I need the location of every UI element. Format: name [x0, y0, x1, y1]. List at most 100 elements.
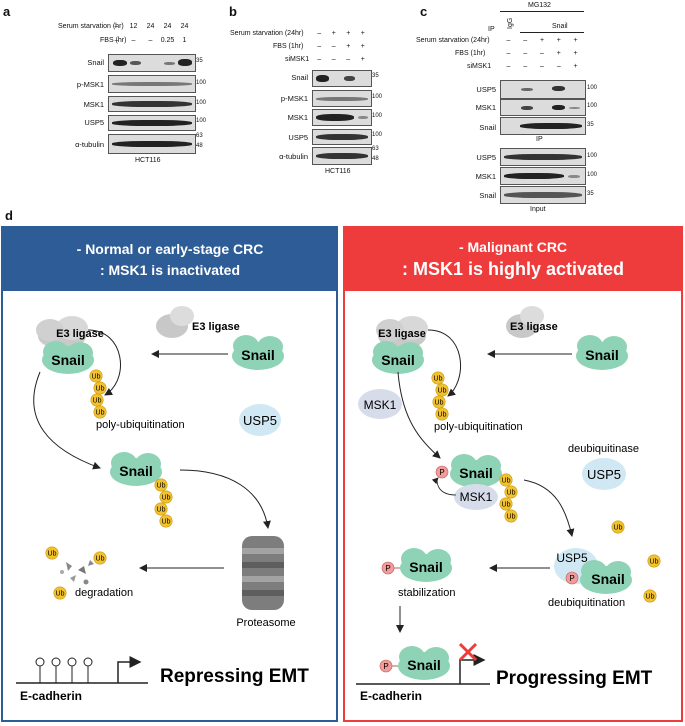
block-x-icon — [458, 642, 478, 662]
right-snail-bound: Snail — [372, 341, 424, 374]
a-msk1-blot — [108, 96, 196, 112]
svg-text:P: P — [569, 574, 574, 583]
svg-text:Ub: Ub — [157, 507, 166, 514]
a-header-value: – — [131, 37, 136, 44]
b-msk1-label: MSK1 — [287, 113, 308, 122]
c-ip-label: IP — [488, 26, 495, 33]
usp5-snail-complex: USP5 Snail P — [554, 548, 632, 594]
b-snail-blot — [312, 70, 372, 87]
a-header-value: 12 — [129, 23, 138, 30]
c-ip-msk1-blot — [500, 99, 586, 116]
b-header-value: + — [346, 43, 351, 50]
c-ip-msk1-label: MSK1 — [475, 103, 496, 112]
right-snail-promoter-label: Snail — [407, 657, 440, 673]
c-header-value: + — [556, 50, 561, 57]
svg-text:Ub: Ub — [507, 514, 516, 521]
svg-text:Ub: Ub — [56, 591, 65, 598]
a-tubulin-blot — [108, 134, 196, 154]
right-snail-usp5-label: Snail — [591, 571, 624, 587]
snail-bound: Snail — [42, 341, 94, 374]
b-header-value: – — [331, 43, 336, 50]
svg-text:Ub: Ub — [438, 388, 447, 395]
b-header-value: – — [317, 56, 322, 63]
left-e3-free-label: E3 ligase — [192, 321, 240, 333]
svg-text:P: P — [383, 662, 388, 671]
c-ip-snail-label: Snail — [479, 123, 496, 132]
snail-stabilized: Snail P stabilization — [381, 548, 455, 599]
b-fbs-label: FBS (1hr) — [273, 43, 304, 50]
c-marker: 35 — [587, 191, 594, 197]
panel-label-b: b — [229, 4, 237, 19]
left-proteasome-label: Proteasome — [236, 617, 295, 629]
right-gene-label: E-cadherin — [360, 689, 422, 703]
b-header-value: – — [346, 56, 351, 63]
a-header-value: 0.25 — [160, 37, 175, 44]
left-box: - Normal or early-stage CRC : MSK1 is in… — [1, 226, 338, 722]
svg-text:Ub: Ub — [502, 478, 511, 485]
right-poly-ub: poly-ubiquitination — [434, 421, 523, 433]
c-header-value: + — [556, 37, 561, 44]
b-marker: 35 — [372, 73, 379, 79]
a-header-value: 24 — [146, 23, 155, 30]
left-usp5-label: USP5 — [243, 413, 277, 428]
left-ub-chain-2: Ub Ub Ub Ub — [154, 478, 173, 528]
b-marker: 100 — [372, 113, 383, 119]
left-usp5: USP5 — [239, 404, 281, 436]
c-header-value: – — [523, 63, 528, 70]
svg-text:Ub: Ub — [162, 519, 171, 526]
a-marker: 48 — [196, 143, 203, 149]
c-marker: 100 — [587, 103, 598, 109]
c-simsk1-label: siMSK1 — [467, 63, 492, 70]
snail-msk1-complex: Snail MSK1 P — [431, 454, 502, 510]
b-header-value: + — [346, 30, 351, 37]
svg-text:Ub: Ub — [435, 400, 444, 407]
b-usp5-blot — [312, 129, 372, 145]
proteasome-icon: Proteasome — [236, 536, 296, 629]
svg-text:Ub: Ub — [434, 376, 443, 383]
a-tubulin-label: α-tubulin — [75, 140, 104, 149]
right-usp5-bound-label: USP5 — [556, 551, 588, 565]
snail-mid: Snail — [110, 452, 162, 486]
svg-text:Ub: Ub — [646, 594, 655, 601]
c-header-value: + — [539, 37, 545, 44]
a-cell-line: HCT116 — [135, 157, 161, 164]
a-snail-blot — [108, 54, 196, 72]
c-in-snail-blot — [500, 186, 586, 204]
a-msk1-label: MSK1 — [83, 100, 104, 109]
right-snail-free: Snail — [576, 335, 628, 370]
a-header-value: – — [114, 23, 119, 30]
right-stabilization: stabilization — [398, 587, 455, 599]
svg-text:Ub: Ub — [92, 374, 101, 381]
b-simsk1-label: siMSK1 — [285, 56, 310, 63]
right-snail-stab-label: Snail — [409, 559, 442, 575]
c-input-caption: Input — [530, 206, 546, 213]
svg-text:Ub: Ub — [96, 410, 105, 417]
b-serum-label: Serum starvation (24hr) — [230, 30, 304, 37]
svg-text:Ub: Ub — [502, 502, 511, 509]
b-marker: 100 — [372, 94, 383, 100]
a-marker: 63 — [196, 133, 203, 139]
right-box: - Malignant CRC : MSK1 is highly activat… — [343, 226, 683, 722]
c-header-value: + — [573, 63, 578, 70]
b-usp5-label: USP5 — [288, 133, 308, 142]
svg-text:Ub: Ub — [96, 556, 105, 563]
degradation-fragments: Ub Ub Ub degradation — [45, 546, 133, 600]
a-serum-label: Serum starvation (hr) — [58, 23, 124, 30]
b-marker: 63 — [372, 146, 379, 152]
right-outcome: Progressing EMT — [496, 668, 653, 689]
c-header-value: + — [573, 37, 578, 44]
c-serum-label: Serum starvation (24hr) — [416, 37, 490, 44]
panel-label-a: a — [3, 4, 11, 19]
c-ip-snail-blot — [500, 117, 586, 135]
right-deubiquitinase: deubiquitinase — [568, 443, 639, 455]
left-e3-label: E3 ligase — [56, 328, 104, 340]
a-usp5-blot — [108, 115, 196, 131]
left-snail-mid-label: Snail — [119, 463, 152, 479]
b-header-value: + — [360, 30, 365, 37]
panel-label-c: c — [420, 4, 428, 19]
left-gene-label: E-cadherin — [20, 689, 82, 703]
c-header-value: – — [556, 63, 561, 70]
right-msk1-free: MSK1 — [358, 389, 402, 419]
svg-text:Ub: Ub — [507, 490, 516, 497]
